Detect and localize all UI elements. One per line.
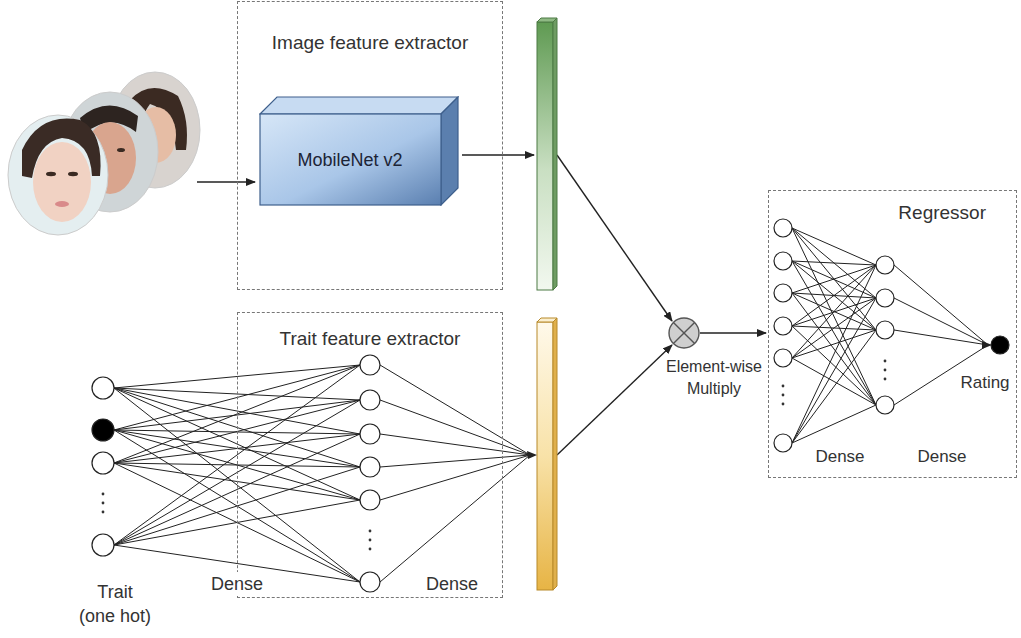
layer-label: Dense <box>423 572 481 596</box>
extractor-region: Image feature extractorMobileNet v2 <box>237 1 503 290</box>
region-title: Image feature extractor <box>272 32 468 54</box>
layer-label: Dense <box>914 446 969 469</box>
mobilenet-block: MobileNet v2 <box>259 96 459 206</box>
block-label-area: MobileNet v2 <box>259 114 441 206</box>
region-title: Trait feature extractor <box>280 328 461 350</box>
region-title: Regressor <box>898 202 986 224</box>
layer-label: Dense <box>812 446 867 469</box>
image-feature-vector <box>537 18 557 290</box>
regressor-region: Regressor <box>768 190 1017 478</box>
multiply-symbol <box>669 318 699 348</box>
trait-feature-vector <box>537 318 557 590</box>
regressor-network <box>774 219 1009 452</box>
layer-label: Dense <box>208 572 266 596</box>
trait-network <box>92 355 537 592</box>
block-label: MobileNet v2 <box>297 150 402 171</box>
output-label: Rating <box>960 372 1009 395</box>
face-photos <box>8 72 200 235</box>
operation-label: Element-wise Multiply <box>664 356 764 399</box>
input-label: Trait (one hot) <box>78 580 152 629</box>
extractor-region: Trait feature extractor <box>237 312 503 598</box>
